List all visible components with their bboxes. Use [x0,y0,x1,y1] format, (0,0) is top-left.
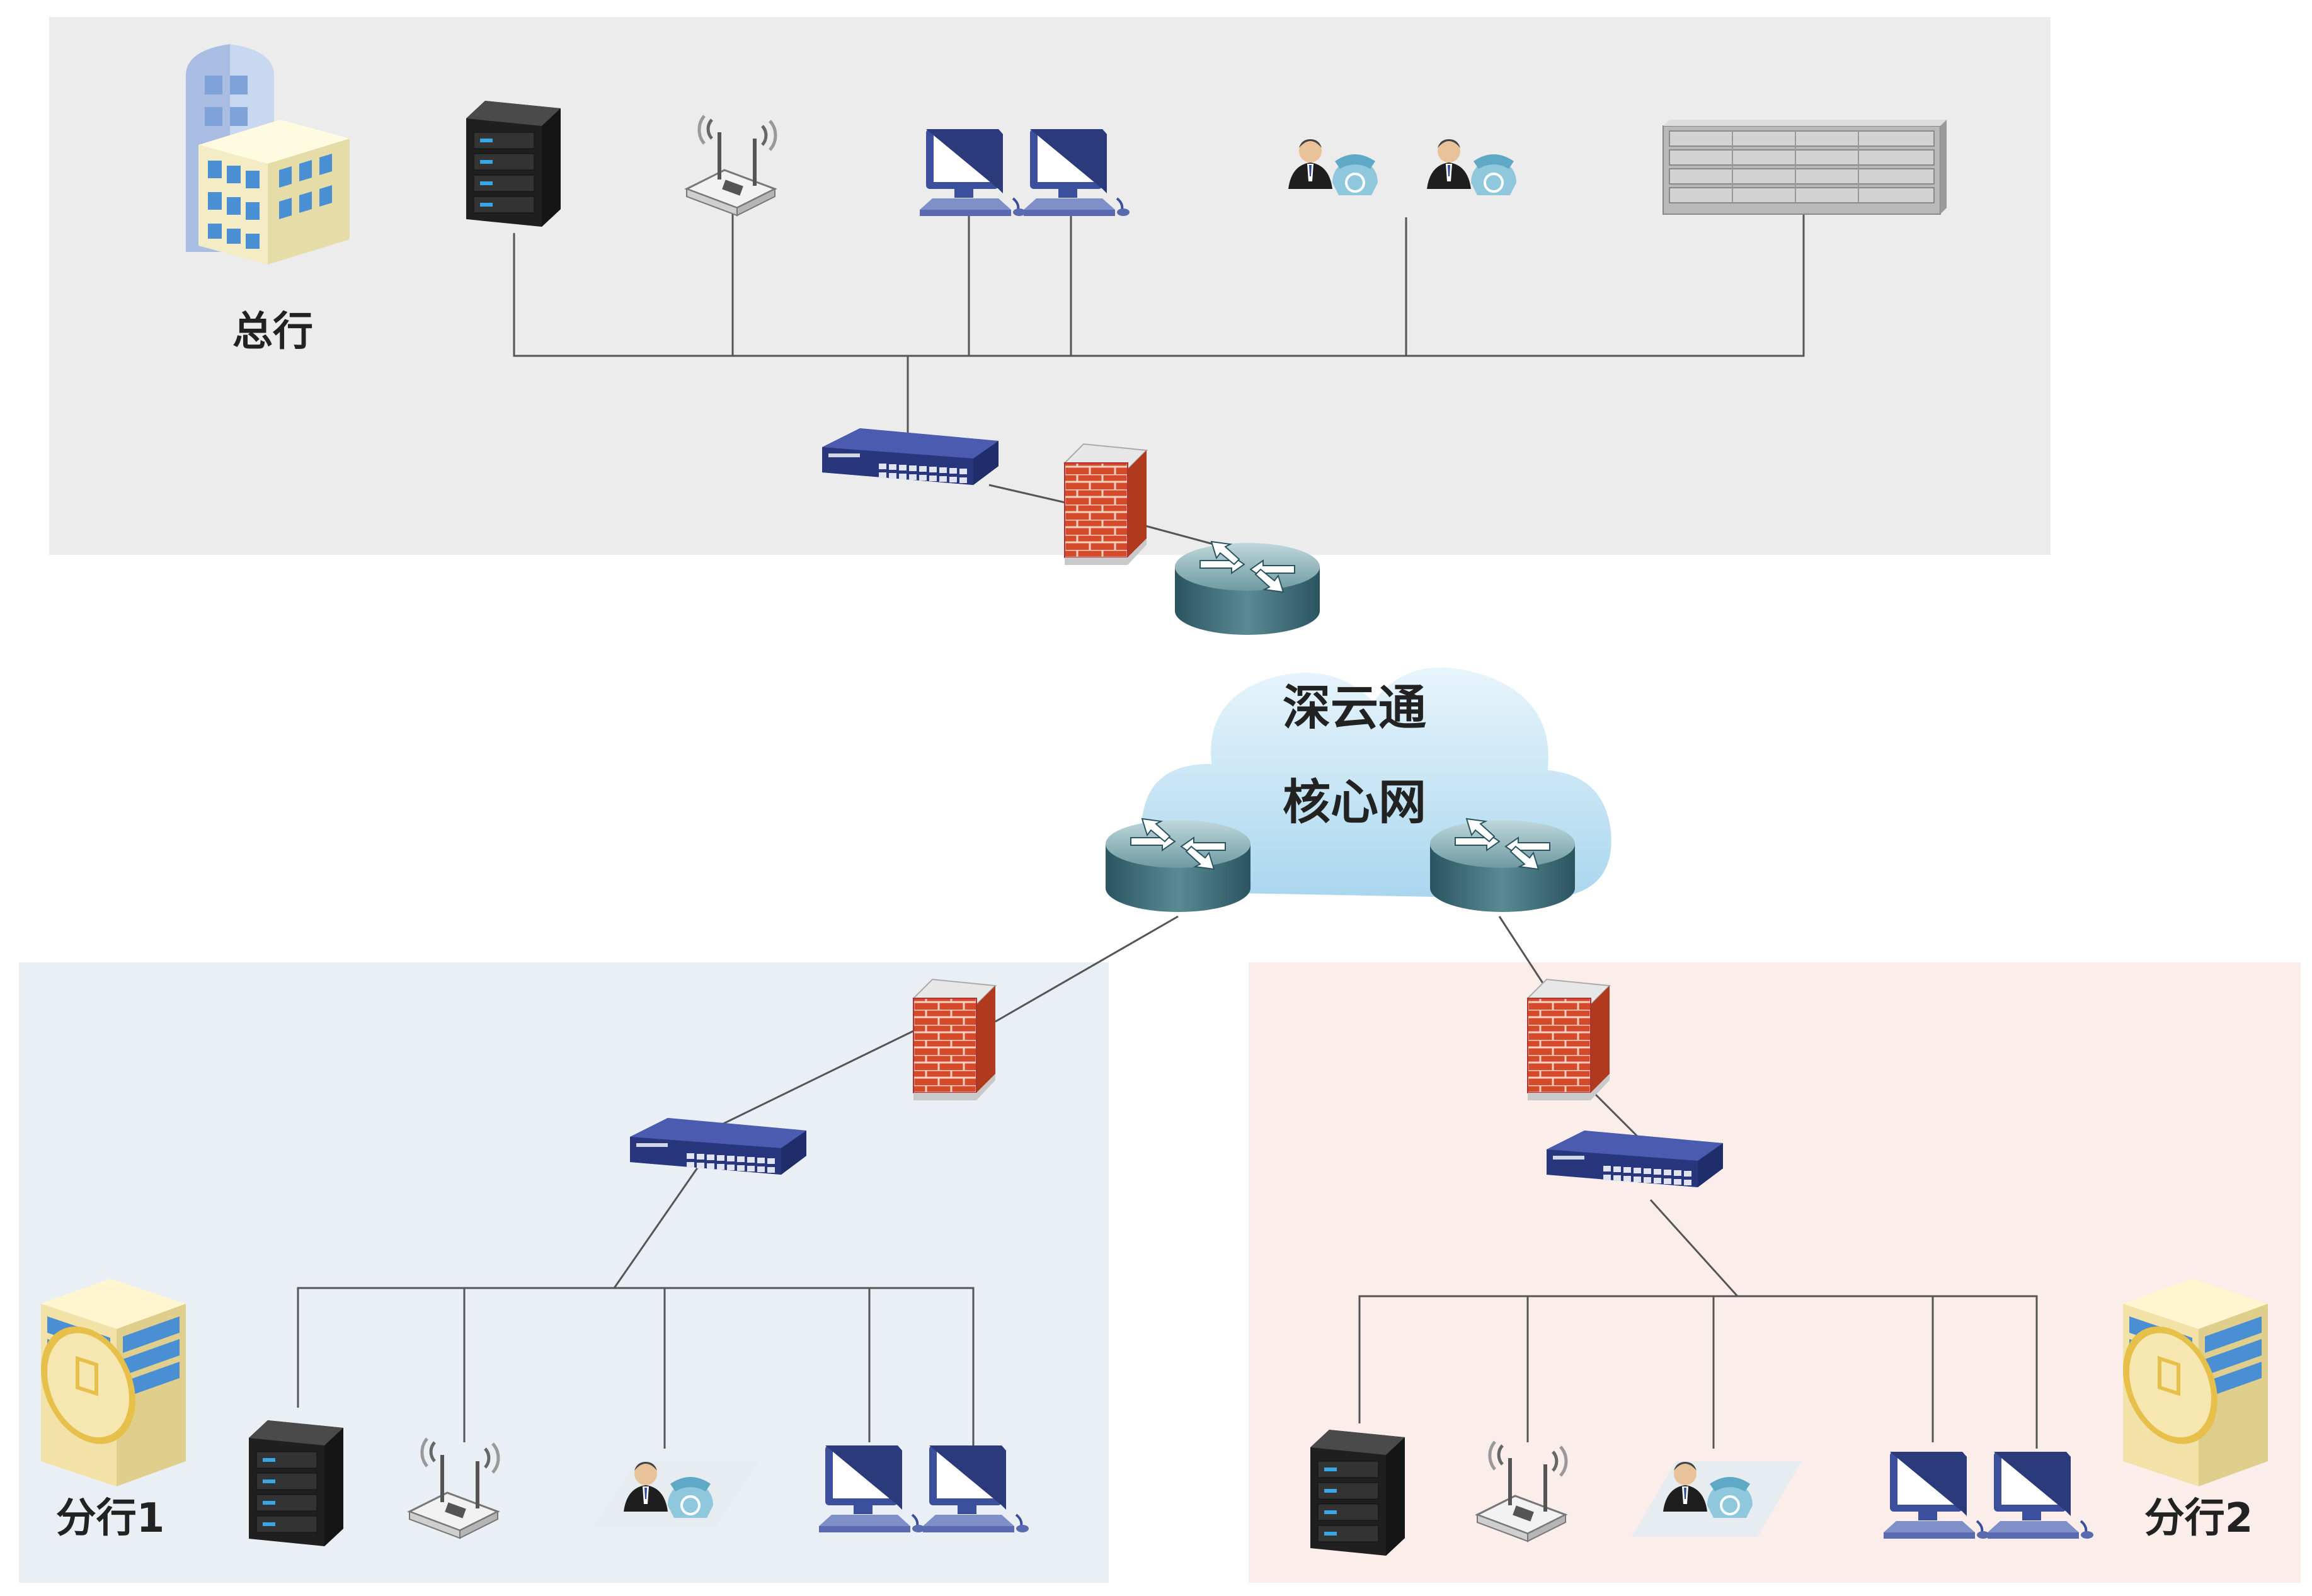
router-icon [1174,541,1320,636]
branch1-label: 分行1 [56,1495,165,1542]
router-icon [1429,818,1576,913]
headquarters-zone [49,17,2051,555]
building-icon [2123,1279,2268,1486]
server-icon [248,1420,344,1547]
headquarters-label: 总行 [232,309,313,355]
storage-array-icon [1662,119,1947,215]
building-icon [41,1279,186,1486]
server-icon [1310,1429,1405,1556]
core-network-label-line2: 核心网 [1283,774,1426,830]
firewall-icon [1064,443,1147,566]
firewall-icon [913,979,996,1101]
firewall-icon [1527,979,1610,1101]
core-network-label-line1: 深云通 [1283,680,1426,736]
branch2-label: 分行2 [2144,1495,2253,1542]
server-icon [466,100,561,227]
router-icon [1105,818,1251,913]
connection-lines [297,208,2038,1449]
